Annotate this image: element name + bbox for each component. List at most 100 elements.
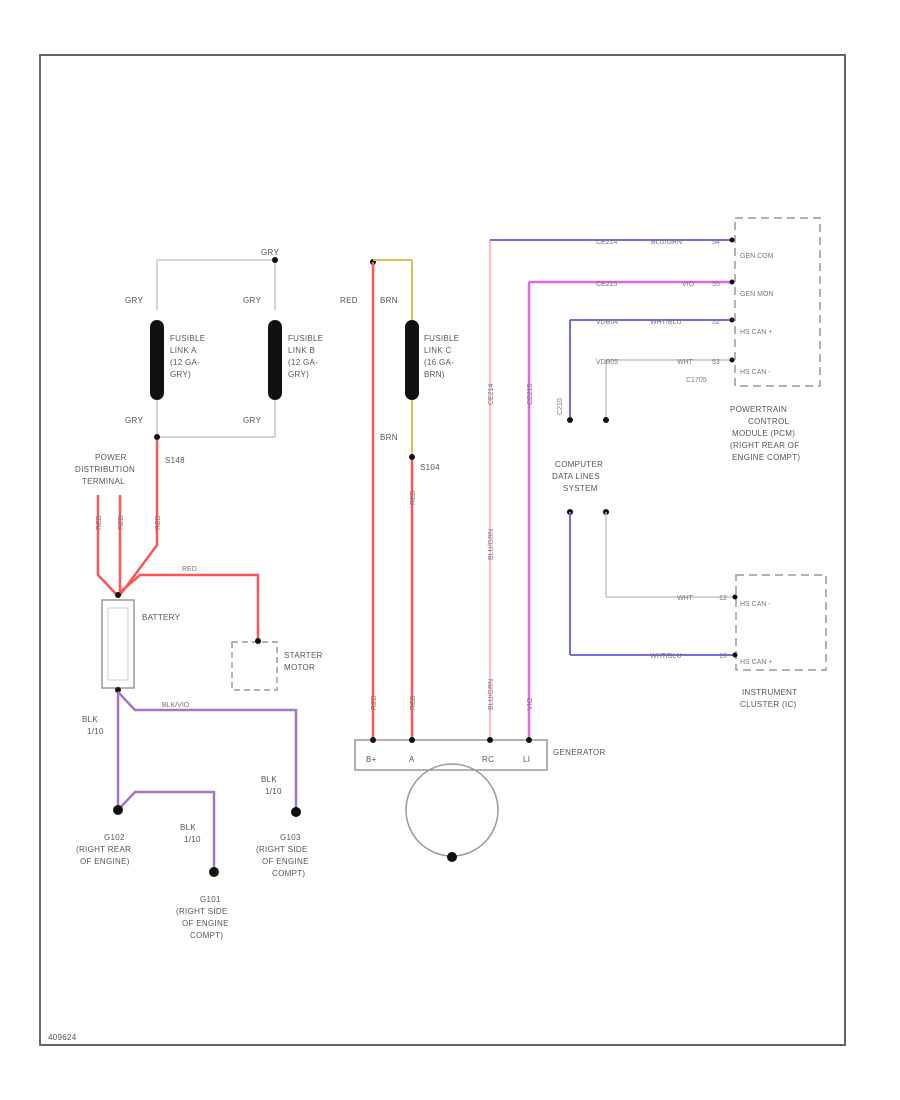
starter-motor-box (231, 641, 278, 691)
blk-label-g101: BLK (180, 823, 196, 832)
g103-id: G103 (280, 833, 301, 842)
blk-label-g103: BLK (261, 775, 277, 784)
g102-id: G102 (104, 833, 125, 842)
rc-circuit-label: CE214 (488, 383, 495, 405)
g101-line2: OF ENGINE (182, 919, 229, 928)
generator-group: BLU/GRN BLU/GRN CE214 CE215 VIO B+ A RC … (354, 239, 732, 862)
fusible-link-c-group: S104 RED BRN BRN FUSIBLE LINK C (16 GA- … (340, 259, 459, 740)
cluster-label-2: CLUSTER (IC) (740, 700, 797, 709)
gen-pin-b: B+ (366, 755, 377, 764)
blk-num-g101: 1/10 (184, 835, 201, 844)
fusible-b-top-wire-label: GRY (243, 296, 261, 305)
g103-line1: (RIGHT SIDE (256, 845, 308, 854)
data-lines-label-2: DATA LINES (552, 472, 600, 481)
battery-negative-dot (115, 687, 121, 693)
blk-vio-label: BLK/VIO (162, 702, 190, 709)
fusible-link-c-body (405, 320, 419, 400)
generator-label: GENERATOR (553, 748, 606, 757)
gen-pin-rc: RC (482, 755, 494, 764)
red-label-vertical-1: RED (410, 490, 417, 505)
data-lines-label-3: SYSTEM (563, 484, 598, 493)
cluster-box (735, 574, 827, 671)
cluster-label-1: INSTRUMENT (742, 688, 797, 697)
s104-label: S104 (420, 463, 440, 472)
pcm-wire-3: WHT/BLU (650, 319, 682, 326)
fusible-link-c-label-1: FUSIBLE (424, 334, 459, 343)
battery-body (101, 599, 135, 689)
pcm-pin-hs-can-plus: HS CAN + (740, 329, 772, 336)
pcm-label-3: MODULE (PCM) (732, 429, 795, 438)
fusible-a-top-wire-label: GRY (125, 296, 143, 305)
fusible-link-b-label-1: FUSIBLE (288, 334, 323, 343)
pcm-ckt-3: VDB04 (596, 319, 618, 326)
li-circuit-label: CE215 (527, 383, 534, 405)
gen-pin-li: LI (523, 755, 530, 764)
data-lines-connector: C210 (557, 398, 564, 415)
battery-group: POWER DISTRIBUTION TERMINAL RED RED RED … (75, 440, 322, 693)
ic-wire-top: WHT (677, 595, 694, 602)
g103-line3: COMPT) (272, 869, 305, 878)
data-lines-group: C210 COMPUTER DATA LINES SYSTEM (552, 398, 735, 656)
blu-grn-vertical-2: BLU/GRN (488, 679, 495, 710)
g103-ground-icon (291, 807, 301, 817)
g101-id: G101 (200, 895, 221, 904)
battery-positive-dot (115, 592, 121, 598)
fusible-link-c-label-4: BRN) (424, 370, 445, 379)
gen-pin-a: A (409, 755, 415, 764)
fusible-link-b-label-3: (12 GA- (288, 358, 318, 367)
red-label-vertical-2: RED (371, 695, 378, 710)
pcm-label-2: CONTROL (748, 417, 789, 426)
vio-vertical: VIO (527, 697, 534, 710)
fusible-link-a-label-3: (12 GA- (170, 358, 200, 367)
pcm-ckt-1: CE214 (596, 239, 618, 246)
g102-line2: OF ENGINE) (80, 857, 130, 866)
red-brn-label-right: BRN (380, 296, 398, 305)
fusible-link-a-body (150, 320, 164, 400)
blk-vio-wire-g103 (117, 691, 298, 810)
red-wire-label-1: RED (96, 515, 103, 530)
red-wire-label-starter: RED (182, 566, 197, 573)
diagram-frame (39, 54, 846, 1046)
red-wire-s148-to-battery (118, 440, 159, 596)
fusible-link-a-label-2: LINK A (170, 346, 197, 355)
ic-pin-hs-can-plus: HS CAN + (740, 659, 772, 666)
g101-line1: (RIGHT SIDE (176, 907, 228, 916)
pcm-label-5: ENGINE COMPT) (732, 453, 800, 462)
pcm-pin-hs-can-minus: HS CAN - (740, 369, 771, 376)
s104-dot (409, 454, 415, 460)
g102-ground-icon (113, 805, 123, 815)
ic-pin-num-top: 12 (719, 595, 727, 602)
footer-code: 409624 (48, 1033, 77, 1042)
pcm-wire-4: WHT (677, 359, 694, 366)
cluster-group: WHT 12 WHT/BLU 13 HS CAN - HS CAN + INST… (650, 574, 827, 709)
starter-label-2: MOTOR (284, 663, 315, 672)
s148-dot (154, 434, 160, 440)
fusible-link-group-ab: GRY GRY GRY FUSIBLE LINK A (12 GA- GRY) … (125, 248, 323, 465)
battery-label: BATTERY (142, 613, 181, 622)
red-brn-label-left: RED (340, 296, 358, 305)
blk-num-g103: 1/10 (265, 787, 282, 796)
gry-junction-label: GRY (261, 248, 279, 257)
pcm-label-1: POWERTRAIN (730, 405, 787, 414)
g101-line3: COMPT) (190, 931, 223, 940)
g102-line1: (RIGHT REAR (76, 845, 131, 854)
pdc-label-1: POWER (95, 453, 127, 462)
g103-line2: OF ENGINE (262, 857, 309, 866)
pcm-ckt-2: CE215 (596, 281, 618, 288)
brn-lower-label: BRN (380, 433, 398, 442)
pcm-wire-1: BLU/GRN (651, 239, 682, 246)
pcm-pin-4: 53 (712, 359, 720, 366)
red-wire-1 (96, 495, 118, 596)
ic-pin-num-bot: 13 (719, 653, 727, 660)
red-wire-to-starter (116, 573, 260, 640)
blk-num-g102: 1/10 (87, 727, 104, 736)
pcm-pin-gen-mon: GEN MON (740, 291, 773, 298)
fusible-link-b-body (268, 320, 282, 400)
pcm-label-4: (RIGHT REAR OF (730, 441, 799, 450)
pcm-group: CE214 BLU/GRN 54 CE215 VIO 55 VDB04 WHT/… (567, 217, 821, 462)
pcm-wire-2: VIO (682, 281, 695, 288)
fusible-link-a-label-4: GRY) (170, 370, 191, 379)
fusible-a-bottom-wire-label: GRY (125, 416, 143, 425)
fusible-link-b-label-4: GRY) (288, 370, 309, 379)
